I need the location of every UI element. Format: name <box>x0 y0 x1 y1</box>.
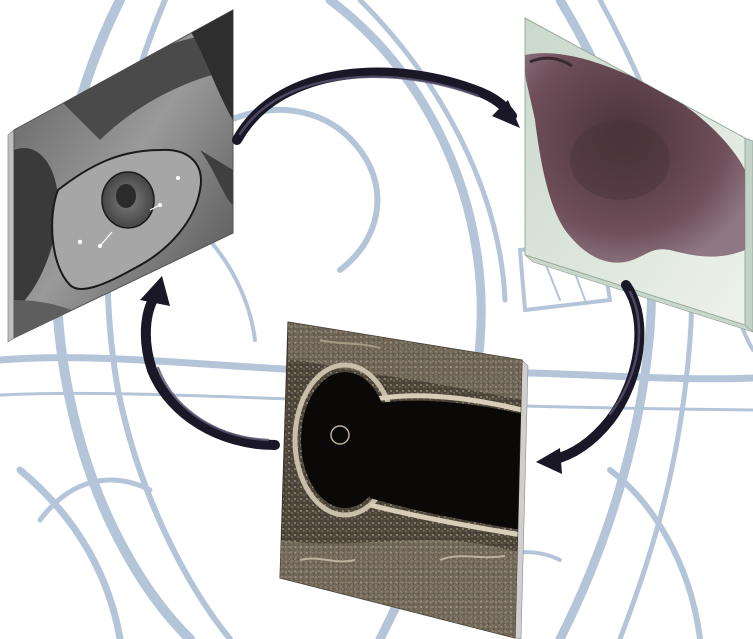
mri-panel <box>8 10 233 342</box>
arrow-mri-to-histology <box>237 73 520 140</box>
ultrasound-panel <box>280 322 528 639</box>
histology-panel <box>525 18 753 332</box>
